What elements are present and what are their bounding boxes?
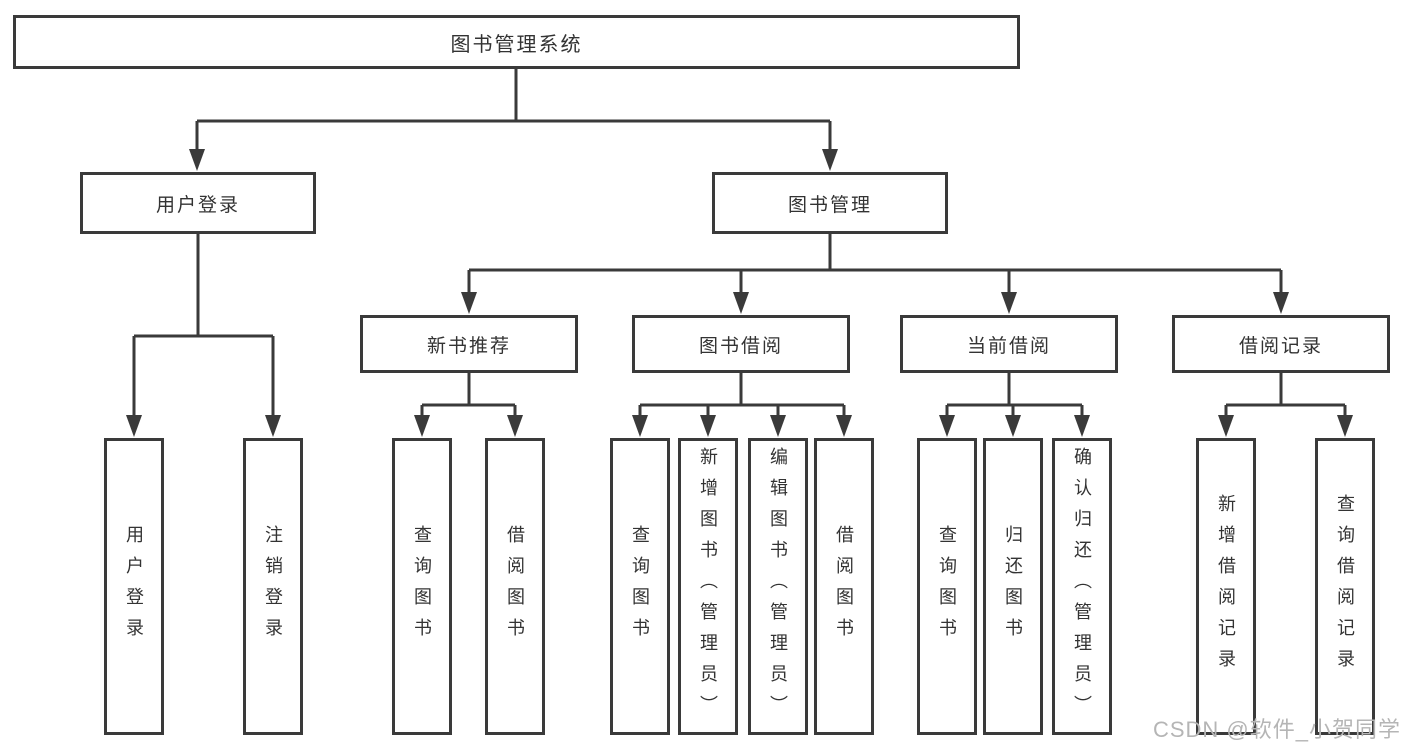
arrowhead (1337, 415, 1353, 437)
arrowhead (1273, 292, 1289, 314)
arrowhead (1074, 415, 1090, 437)
leaf-return-books: 归还图书 (983, 438, 1043, 735)
node-label: 用户登录 (155, 194, 240, 216)
arrowhead (733, 292, 749, 314)
leaf-user-login: 用户登录 (104, 438, 164, 735)
leaf-query-books-current: 查询图书 (917, 438, 977, 735)
arrowhead (1005, 415, 1021, 437)
arrowhead (414, 415, 430, 437)
node-label: 借阅记录 (1238, 335, 1323, 357)
node-label: 当前借阅 (966, 335, 1051, 357)
leaf-label: 用户登录 (124, 524, 144, 649)
leaf-label: 编辑图书（管理员） (768, 447, 788, 726)
leaf-query-books-borrowing: 查询图书 (610, 438, 670, 735)
arrowhead (939, 415, 955, 437)
node-new-book-recommendation: 新书推荐 (360, 315, 578, 373)
node-label: 新书推荐 (426, 335, 511, 357)
leaf-logout: 注销登录 (243, 438, 303, 735)
arrowhead (836, 415, 852, 437)
arrowhead (822, 149, 838, 171)
arrowhead (700, 415, 716, 437)
leaf-label: 新增图书（管理员） (698, 447, 718, 726)
leaf-add-books-admin: 新增图书（管理员） (678, 438, 738, 735)
node-current-borrowing: 当前借阅 (900, 315, 1118, 373)
leaf-label: 查询借阅记录 (1335, 493, 1355, 680)
leaf-borrow-books-recommend: 借阅图书 (485, 438, 545, 735)
leaf-query-books-recommend: 查询图书 (392, 438, 452, 735)
node-book-management: 图书管理 (712, 172, 948, 234)
node-label: 图书管理 (787, 194, 872, 216)
arrowhead (1218, 415, 1234, 437)
arrowhead (507, 415, 523, 437)
leaf-label: 借阅图书 (505, 524, 525, 649)
leaf-label: 查询图书 (937, 524, 957, 649)
leaf-label: 借阅图书 (834, 524, 854, 649)
leaf-label: 确认归还（管理员） (1072, 447, 1092, 726)
arrowhead (1001, 292, 1017, 314)
node-library-management-system: 图书管理系统 (13, 15, 1020, 69)
leaf-borrow-books-borrowing: 借阅图书 (814, 438, 874, 735)
leaf-edit-books-admin: 编辑图书（管理员） (748, 438, 808, 735)
arrowhead (189, 149, 205, 171)
leaf-query-borrow-record: 查询借阅记录 (1315, 438, 1375, 735)
node-user-login: 用户登录 (80, 172, 316, 234)
leaf-label: 查询图书 (412, 524, 432, 649)
csdn-watermark: CSDN @软件_小贺同学 (1152, 717, 1401, 742)
leaf-label: 归还图书 (1003, 524, 1023, 649)
arrowhead (770, 415, 786, 437)
leaf-label: 注销登录 (263, 524, 283, 649)
leaf-confirm-return-admin: 确认归还（管理员） (1052, 438, 1112, 735)
leaf-label: 新增借阅记录 (1216, 493, 1236, 680)
node-borrowing-records: 借阅记录 (1172, 315, 1390, 373)
arrowhead (265, 415, 281, 437)
arrowhead (632, 415, 648, 437)
node-label: 图书借阅 (698, 335, 783, 357)
node-book-borrowing: 图书借阅 (632, 315, 850, 373)
node-label: 图书管理系统 (450, 33, 583, 56)
arrowhead (126, 415, 142, 437)
arrowhead (461, 292, 477, 314)
leaf-add-borrow-record: 新增借阅记录 (1196, 438, 1256, 735)
leaf-label: 查询图书 (630, 524, 650, 649)
